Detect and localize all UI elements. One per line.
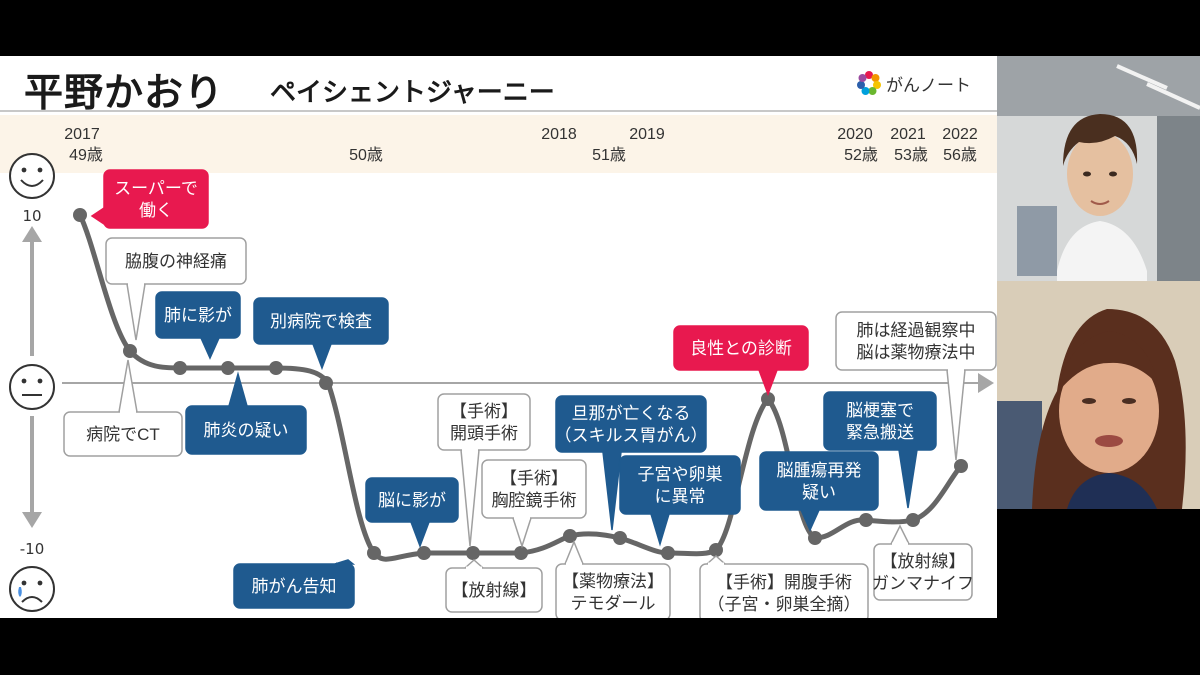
sad-face-icon — [9, 566, 55, 612]
callout-gamma: 【放射線】ガンマナイフ — [872, 524, 974, 601]
callout-text: 【放射線】ガンマナイフ — [872, 552, 974, 593]
age-label-53: 53歳 — [894, 146, 928, 164]
journey-points — [73, 208, 968, 560]
callout-recurrence: 脳腫瘍再発疑い — [759, 451, 879, 532]
year-label-2018: 2018 — [541, 126, 577, 143]
logo-text: がんノート — [886, 76, 971, 96]
callout-text: 旦那が亡くなる（スキルス胃がん） — [555, 404, 708, 445]
timeline-header-band — [0, 115, 997, 173]
video-panel-female-participant — [997, 281, 1200, 509]
age-label-56: 56歳 — [943, 146, 977, 164]
callout-laparotomy: 【手術】開腹手術（子宮・卵巣全摘） — [699, 554, 869, 618]
callout-infarction: 脳梗塞で緊急搬送 — [823, 391, 937, 509]
video-panel-male-participant — [997, 56, 1200, 281]
callout-text: 【薬物療法】テモダール — [562, 572, 664, 613]
callout-other-hospital: 別病院で検査 — [253, 297, 389, 371]
presentation-slide: 平野かおり ペイシェントジャーニー がんノート 2017 49歳 50歳 201… — [0, 56, 997, 618]
year-label-2017: 2017 — [64, 126, 100, 143]
callout-nerve: 脇腹の神経痛 — [105, 237, 247, 341]
callout-text: 肺がん告知 — [252, 577, 337, 596]
callout-text: スーパーで働く — [114, 179, 198, 220]
callout-text: 脳に影が — [378, 491, 446, 510]
age-label-52: 52歳 — [844, 146, 878, 164]
callout-text: 病院でCT — [86, 425, 160, 444]
callout-text: 良性との診断 — [690, 339, 792, 358]
scale-top-value: 10 — [22, 207, 41, 225]
up-down-arrow-icon — [22, 226, 42, 528]
callout-diagnosis: 肺がん告知 — [233, 559, 356, 609]
callout-text: 肺炎の疑い — [204, 421, 289, 440]
patient-journey-chart: 2017 49歳 50歳 2018 51歳 2019 2020 52歳 2021… — [9, 126, 997, 618]
callout-super: スーパーで働く — [90, 169, 209, 229]
age-label-49: 49歳 — [69, 146, 103, 164]
gan-note-logo: がんノート — [856, 68, 986, 98]
callout-text: 肺は経過観察中脳は薬物療法中 — [857, 321, 976, 362]
callout-brain-shadow: 脳に影が — [365, 477, 459, 549]
year-label-2019: 2019 — [629, 126, 665, 143]
slide-subtitle: ペイシェントジャーニー — [270, 78, 555, 108]
year-label-2020: 2020 — [837, 126, 873, 143]
callout-craniotomy: 【手術】開頭手術 — [437, 393, 531, 547]
callout-ct: 病院でCT — [63, 359, 183, 457]
callout-pneumonia: 肺炎の疑い — [185, 371, 307, 455]
year-label-2022: 2022 — [942, 126, 978, 143]
callout-text: 【手術】開頭手術 — [450, 402, 518, 443]
neutral-face-icon — [9, 364, 55, 410]
callout-husband: 旦那が亡くなる（スキルス胃がん） — [555, 395, 708, 531]
scale-bottom-value: -10 — [20, 540, 45, 558]
callout-thoracoscopy: 【手術】胸腔鏡手術 — [481, 459, 587, 549]
callout-text: 脇腹の神経痛 — [125, 252, 227, 271]
callout-drug: 【薬物療法】テモダール — [555, 540, 671, 618]
age-label-50: 50歳 — [349, 146, 383, 164]
slide-title: 平野かおり — [24, 71, 225, 116]
logo-flower-icon — [857, 71, 881, 95]
age-label-51: 51歳 — [592, 146, 626, 164]
male-participant-image — [997, 56, 1200, 281]
callout-text: 別病院で検査 — [270, 312, 372, 331]
callout-lung-shadow: 肺に影が — [155, 291, 241, 360]
callout-radiation1: 【放射線】 — [445, 558, 543, 613]
callout-text: 【手術】胸腔鏡手術 — [492, 469, 577, 510]
happy-face-icon — [9, 153, 55, 199]
callout-uterus: 子宮や卵巣に異常 — [619, 455, 741, 547]
year-label-2021: 2021 — [890, 126, 926, 143]
callout-text: 【手術】開腹手術（子宮・卵巣全摘） — [708, 573, 861, 614]
title-divider — [0, 110, 997, 112]
callout-status: 肺は経過観察中脳は薬物療法中 — [835, 311, 997, 461]
callout-benign: 良性との診断 — [673, 325, 809, 397]
callout-text: 脳梗塞で緊急搬送 — [846, 401, 914, 442]
callout-text: 子宮や卵巣に異常 — [638, 465, 723, 506]
callout-text: 脳腫瘍再発疑い — [777, 461, 862, 502]
callout-text: 【放射線】 — [452, 581, 537, 600]
callout-text: 肺に影が — [164, 306, 232, 325]
female-participant-image — [997, 281, 1200, 509]
